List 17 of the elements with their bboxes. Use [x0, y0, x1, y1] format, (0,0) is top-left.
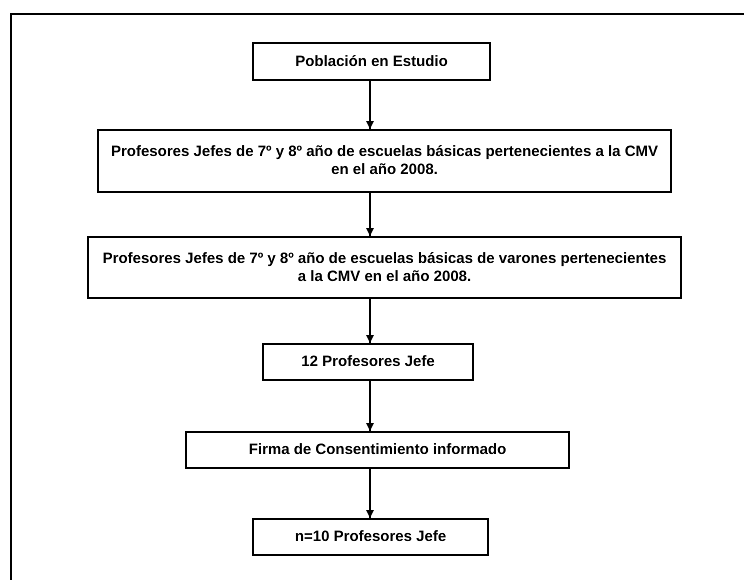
- process-box: [252, 42, 491, 81]
- box-text: Población en Estudio: [294, 52, 449, 70]
- box-text: n=10 Profesores Jefe: [294, 528, 448, 546]
- box-text: Profesores Jefes de 7º y 8º año de escuelas básicas de varones pertenecientes a la CMV en el año 2008.: [102, 250, 668, 286]
- process-box: [252, 518, 489, 556]
- arrow: [366, 193, 374, 236]
- arrow: [366, 299, 374, 343]
- process-box: [97, 129, 672, 193]
- box-text: Firma de Consentimiento informado: [248, 441, 508, 459]
- process-box: [262, 343, 474, 381]
- box-text: 12 Profesores Jefe: [300, 353, 436, 371]
- box-text: Profesores Jefes de 7º y 8º año de escuelas básicas pertenecientes a la CMV en el año 2008.: [110, 143, 660, 179]
- process-box: [87, 236, 682, 299]
- arrow: [366, 381, 374, 431]
- arrow: [366, 469, 374, 518]
- arrow: [366, 81, 374, 129]
- process-box: [185, 431, 570, 469]
